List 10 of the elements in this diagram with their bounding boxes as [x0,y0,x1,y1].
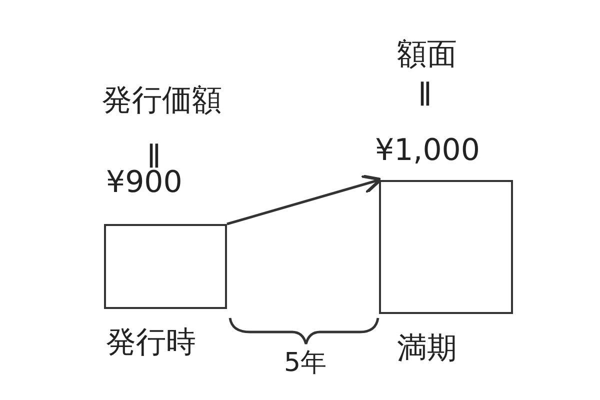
heading-text: 額面 [397,40,457,70]
equals-sign: ‖ [146,142,162,166]
equals-sign: ‖ [416,80,434,104]
value-text: ¥1,000 [375,136,480,166]
value-text: ¥900 [106,168,182,198]
caption-text: 満期 [397,334,457,364]
duration-label: 5年 [284,350,327,376]
arrow [226,174,382,226]
heading-text: 発行価額 [102,86,222,116]
caption-text: 発行時 [106,328,196,358]
